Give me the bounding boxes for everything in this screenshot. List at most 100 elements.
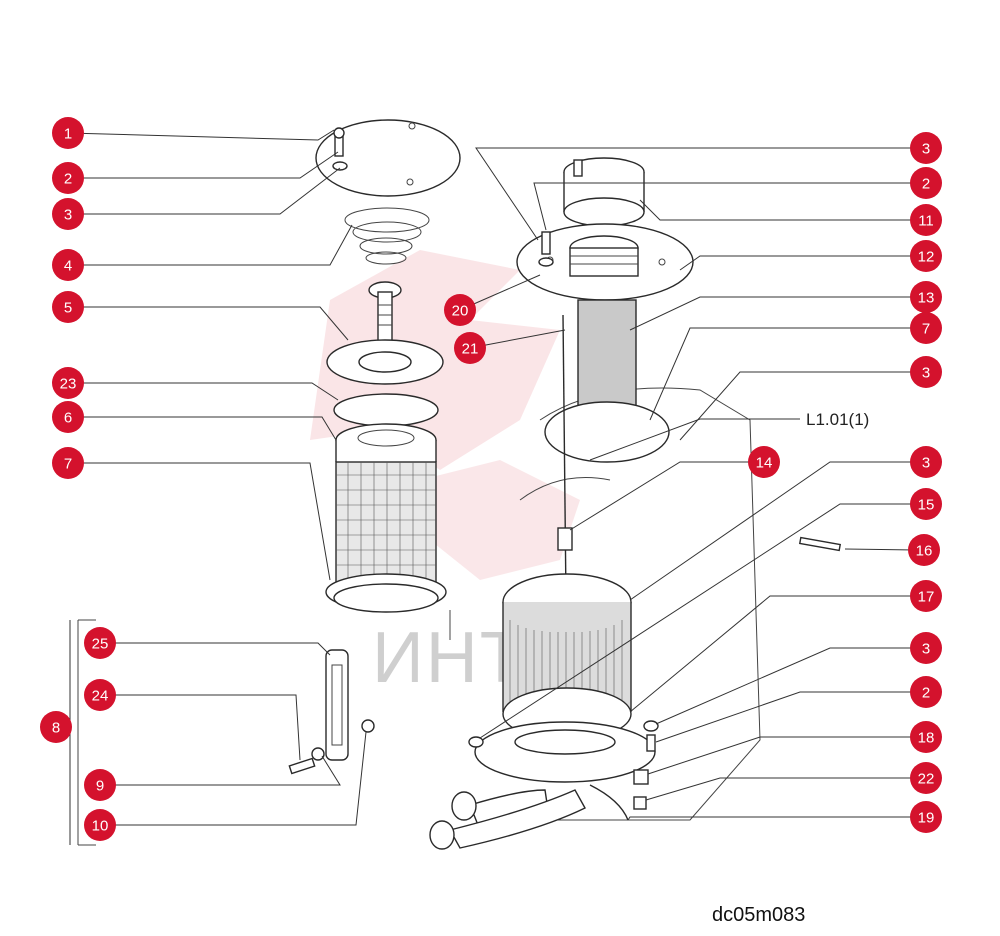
callout-label: 5 (64, 300, 72, 317)
callout-label: 25 (92, 636, 109, 653)
callout-label: 11 (918, 213, 934, 230)
callout-6: 6 (52, 401, 84, 433)
callout-label: 21 (462, 341, 479, 358)
callout-badge (910, 312, 942, 344)
callout-label: 14 (756, 455, 773, 472)
callout-label: 3 (922, 141, 930, 158)
callout-15: 15 (910, 488, 942, 520)
callout-3: 3 (910, 356, 942, 388)
callout-label: 9 (96, 778, 104, 795)
callout-badge (52, 447, 84, 479)
callout-3: 3 (910, 446, 942, 478)
callout-14: 14 (748, 446, 780, 478)
callout-10: 10 (84, 809, 116, 841)
callout-19: 19 (910, 801, 942, 833)
callout-label: 3 (922, 455, 930, 472)
callout-badge (52, 117, 84, 149)
callout-badge (910, 281, 942, 313)
callout-label: 18 (918, 730, 935, 747)
callout-label: 15 (918, 497, 935, 514)
callout-badge (52, 198, 84, 230)
callout-2: 2 (910, 676, 942, 708)
callout-badge (52, 249, 84, 281)
callout-1: 1 (52, 117, 84, 149)
cover-plate (315, 119, 461, 197)
callout-badge (910, 676, 942, 708)
bolt-head (333, 127, 345, 139)
callout-17: 17 (910, 580, 942, 612)
callout-label: 3 (922, 641, 930, 658)
callout-badge (910, 132, 942, 164)
callout-label: 24 (92, 688, 109, 705)
callout-25: 25 (84, 627, 116, 659)
callout-label: 6 (64, 410, 72, 427)
callout-label: 12 (918, 249, 935, 266)
callout-label: 23 (60, 376, 77, 393)
callout-7: 7 (52, 447, 84, 479)
callout-badge (84, 679, 116, 711)
callout-11: 11 (910, 204, 942, 236)
callout-badge (910, 240, 942, 272)
callout-22: 22 (910, 762, 942, 794)
callout-13: 13 (910, 281, 942, 313)
callout-16: 16 (908, 534, 940, 566)
callout-badge (40, 711, 72, 743)
callout-badge (84, 769, 116, 801)
callout-24: 24 (84, 679, 116, 711)
callout-badge (454, 332, 486, 364)
leader-lines (67, 129, 926, 845)
callout-3: 3 (910, 132, 942, 164)
callout-5: 5 (52, 291, 84, 323)
callout-2: 2 (52, 162, 84, 194)
callout-badge (52, 401, 84, 433)
callout-3: 3 (52, 198, 84, 230)
callout-20: 20 (444, 294, 476, 326)
callout-label: 20 (452, 303, 469, 320)
o-ring (333, 393, 439, 427)
callout-label: 1 (64, 126, 72, 143)
callout-badge (84, 627, 116, 659)
callout-label: 7 (64, 456, 72, 473)
callout-badge (910, 167, 942, 199)
callout-badge (52, 367, 84, 399)
left-assembly (77, 119, 461, 846)
callout-label: 17 (918, 589, 935, 606)
callout-badge (910, 801, 942, 833)
callout-badge (748, 446, 780, 478)
callout-8: 8 (40, 711, 72, 743)
callout-badge (52, 291, 84, 323)
callout-badge (908, 534, 940, 566)
callout-badge (910, 356, 942, 388)
callout-4: 4 (52, 249, 84, 281)
callout-badge (910, 580, 942, 612)
callout-badge (84, 809, 116, 841)
callout-badge (910, 632, 942, 664)
callout-badge (444, 294, 476, 326)
callout-label: 7 (922, 321, 930, 338)
filter-element (335, 461, 437, 588)
callout-label: 22 (918, 771, 935, 788)
callout-label: 2 (922, 685, 930, 702)
callout-23: 23 (52, 367, 84, 399)
callout-7: 7 (910, 312, 942, 344)
callout-badge (910, 721, 942, 753)
callout-9: 9 (84, 769, 116, 801)
callout-label: 19 (918, 810, 935, 827)
drawing-code: dc05m083 (712, 904, 805, 926)
washer (332, 161, 348, 171)
callout-12: 12 (910, 240, 942, 272)
callout-badge (910, 204, 942, 236)
callout-2: 2 (910, 167, 942, 199)
callout-label: 2 (64, 171, 72, 188)
callout-label: 4 (64, 258, 72, 275)
callout-3: 3 (910, 632, 942, 664)
sight-glass (325, 649, 349, 761)
callout-label: 2 (922, 176, 930, 193)
callout-label: 8 (52, 720, 60, 737)
callout-badge (910, 762, 942, 794)
callout-badge (52, 162, 84, 194)
callout-21: 21 (454, 332, 486, 364)
